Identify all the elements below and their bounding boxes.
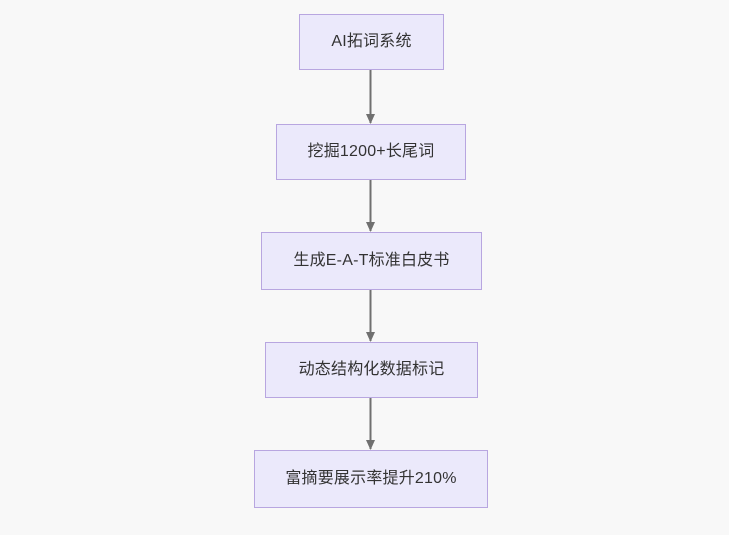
flow-node-label: 挖掘1200+长尾词 [307,143,435,160]
flow-node-generate-eat-whitepaper[interactable]: 生成E-A-T标准白皮书 [261,232,482,290]
flow-node-label: 生成E-A-T标准白皮书 [293,252,450,269]
flow-node-label: 富摘要展示率提升210% [285,470,457,487]
flow-node-ai-keyword-system[interactable]: AI拓词系统 [299,14,444,70]
flow-node-rich-snippet-rate-increase[interactable]: 富摘要展示率提升210% [254,450,488,508]
flow-node-label: 动态结构化数据标记 [298,361,445,378]
flow-node-label: AI拓词系统 [331,33,412,50]
flow-node-mine-longtail-keywords[interactable]: 挖掘1200+长尾词 [276,124,466,180]
flow-node-dynamic-structured-data-markup[interactable]: 动态结构化数据标记 [265,342,478,398]
